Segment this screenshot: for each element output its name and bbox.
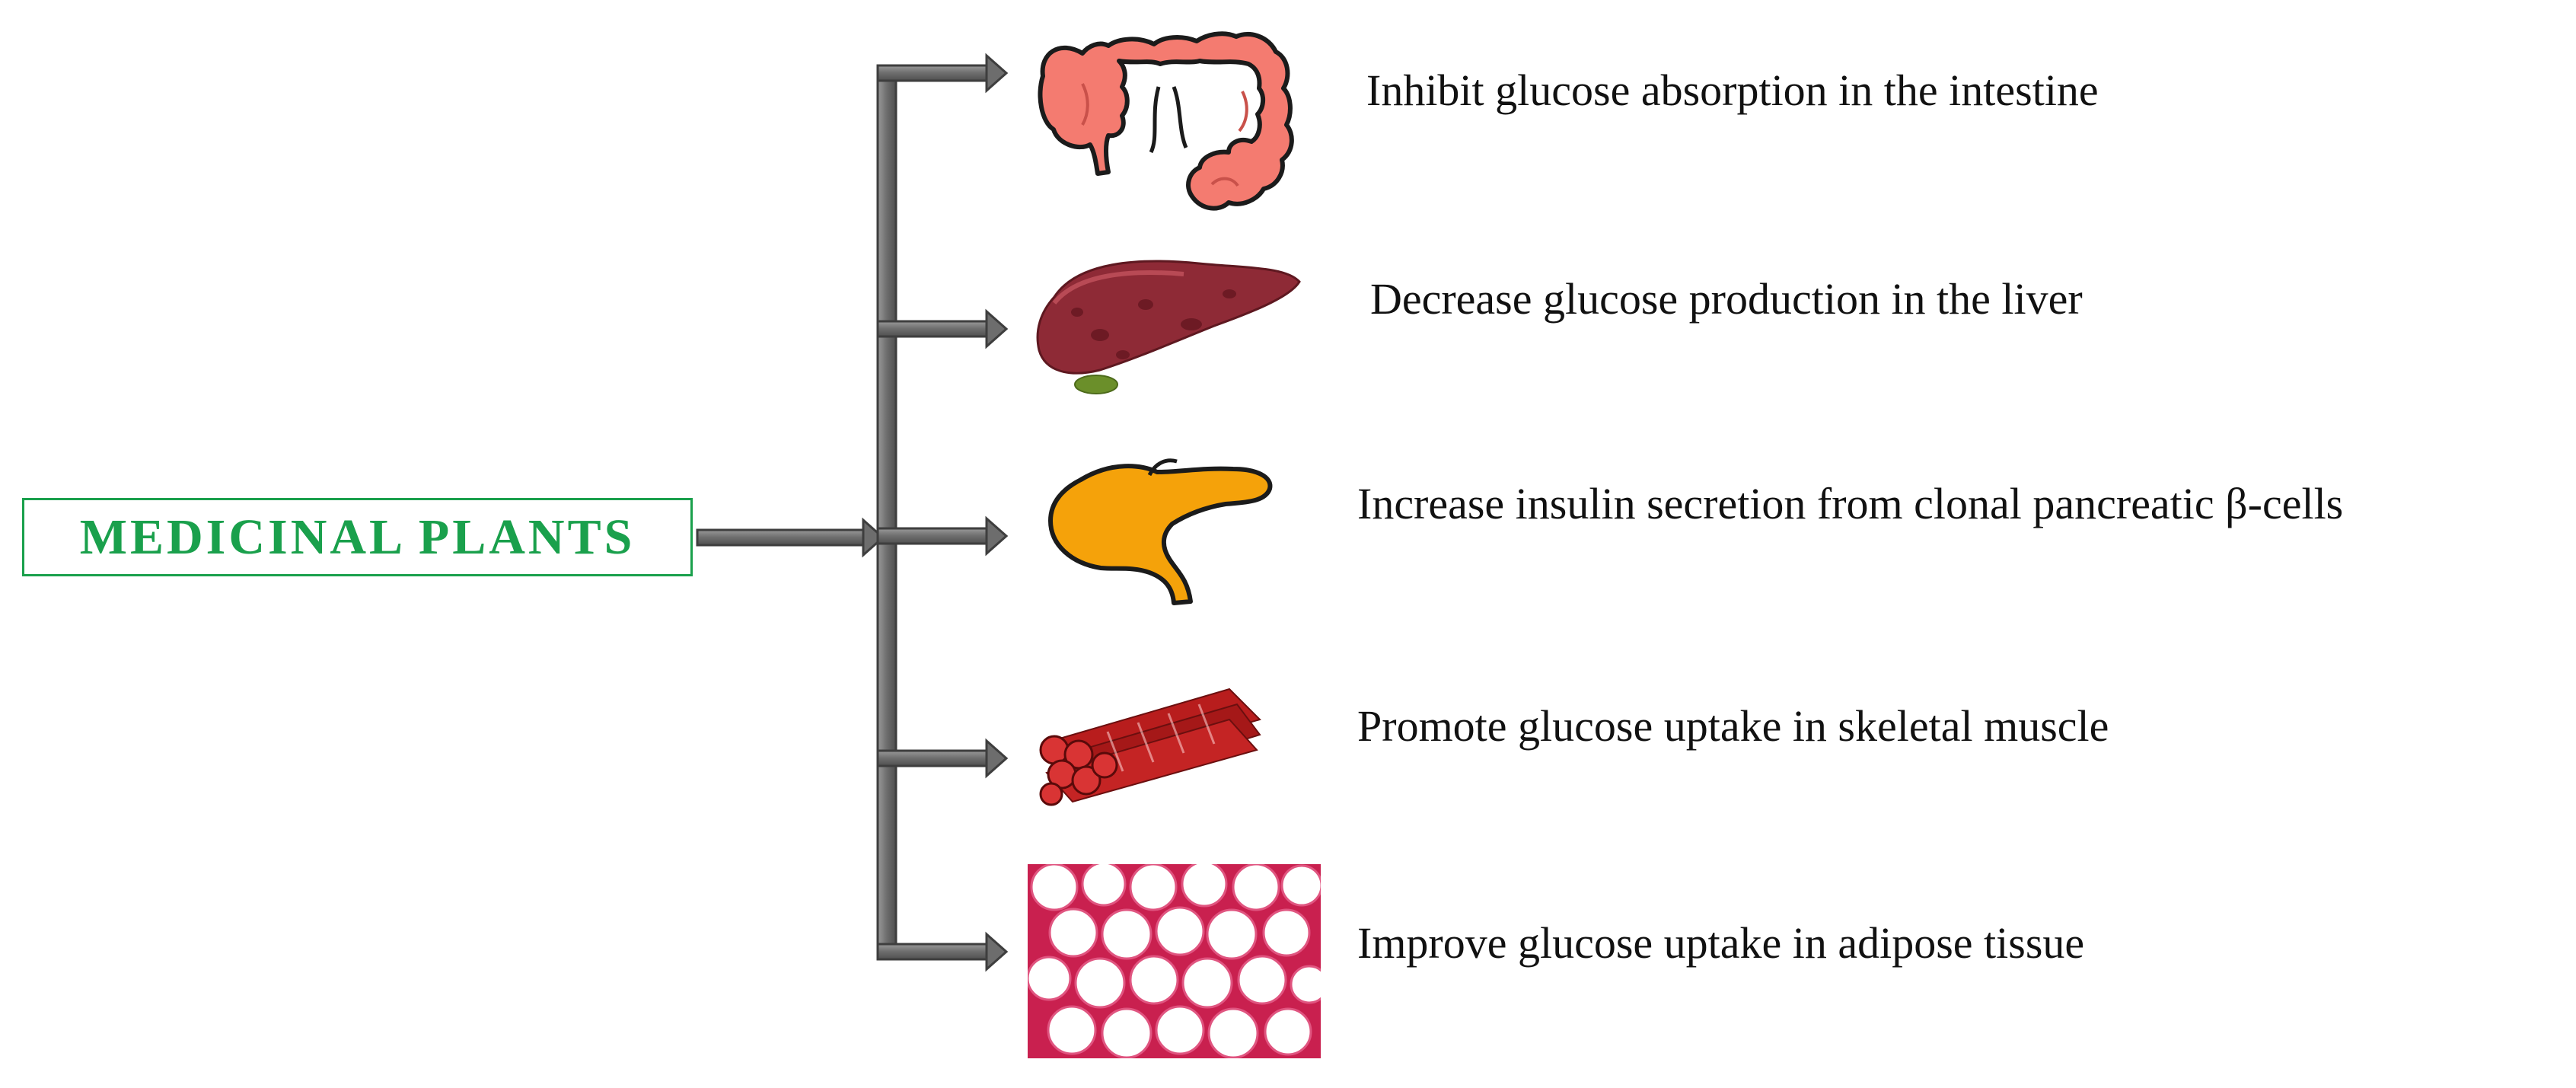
effect-label-skeletal-muscle: Promote glucose uptake in skeletal muscl… (1357, 701, 2109, 751)
medicinal-plants-box: MEDICINAL PLANTS (22, 498, 693, 576)
skeletal-muscle-icon (1039, 688, 1261, 806)
branch-arrow-3 (876, 515, 1009, 557)
liver-icon (1036, 260, 1301, 394)
intestine-icon (1038, 31, 1294, 211)
branch-arrow-1 (876, 53, 1009, 94)
branch-arrow-2 (876, 308, 1009, 349)
connector-trunk (876, 65, 897, 959)
effect-label-liver: Decrease glucose production in the liver (1370, 274, 2083, 324)
medicinal-plants-label: MEDICINAL PLANTS (79, 509, 636, 565)
branch-arrow-4 (876, 738, 1009, 779)
effect-label-pancreas: Increase insulin secretion from clonal p… (1357, 479, 2344, 528)
adipose-tissue-icon (1028, 864, 1321, 1058)
pancreas-icon (1048, 458, 1273, 605)
root-arrow (696, 517, 885, 558)
branch-arrow-5 (876, 931, 1009, 972)
effect-label-intestine: Inhibit glucose absorption in the intest… (1366, 65, 2099, 115)
effect-label-adipose-tissue: Improve glucose uptake in adipose tissue (1357, 918, 2085, 968)
